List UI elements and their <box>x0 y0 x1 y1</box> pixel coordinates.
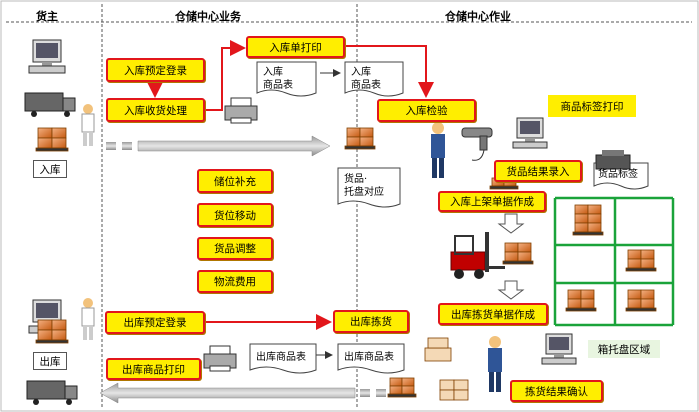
rack-grid <box>553 196 675 327</box>
header-operation: 仓储中心作业 <box>445 10 511 23</box>
rack-crates <box>565 204 657 312</box>
logistics-fee-box: 物流费用 <box>197 270 273 293</box>
computer-icons <box>28 39 577 365</box>
adjust-box: 货品调整 <box>197 237 273 260</box>
inbound-goods-doc: 入库商品表 <box>263 67 293 91</box>
crate-icons <box>35 127 534 401</box>
goods-label-doc: 货品标签 <box>598 169 638 180</box>
relocate-box: 货位移动 <box>197 203 273 227</box>
truck-icons <box>24 92 78 405</box>
outbound-goods-doc-copy: 出库商品表 <box>344 352 394 363</box>
inbound-reservation-box: 入库预定登录 <box>106 58 205 82</box>
picking-confirm-box: 拣货结果确认 <box>510 380 603 402</box>
forklift-icon <box>450 232 505 279</box>
outbound-picking-box: 出库拣货 <box>333 310 409 333</box>
down-arrows <box>497 213 525 300</box>
inbound-inspection-box: 入库检验 <box>377 99 476 122</box>
goods-pallet-doc: 货品·托盘对应 <box>344 174 384 198</box>
outbound-reservation-box: 出库预定登录 <box>105 311 205 334</box>
rack-area-label: 箱托盘区域 <box>588 340 660 358</box>
header-business: 仓储中心业务 <box>175 10 241 23</box>
outbound-label: 出库 <box>33 352 67 370</box>
inbound-flow-arrow <box>106 135 331 157</box>
outbound-flow-arrow <box>99 382 386 404</box>
printer-icons <box>203 97 631 372</box>
inbound-print-box: 入库单打印 <box>246 36 345 58</box>
process-arrows <box>147 40 434 330</box>
header-shipper: 货主 <box>36 10 58 23</box>
result-entry-box: 货品结果录入 <box>494 160 582 182</box>
outbound-goods-doc: 出库商品表 <box>256 352 306 363</box>
scanner-icon <box>461 127 493 161</box>
picking-doc-box: 出库拣货单据作成 <box>438 303 548 325</box>
label-print-box: 商品标签打印 <box>548 95 636 117</box>
inbound-goods-doc-copy: 入库商品表 <box>351 67 381 91</box>
inbound-label: 入库 <box>33 160 67 178</box>
inbound-receiving-box: 入库收货处理 <box>106 98 205 122</box>
replenish-box: 储位补充 <box>197 169 273 193</box>
putaway-doc-box: 入库上架单据作成 <box>438 191 546 212</box>
outbound-print-box: 出库商品打印 <box>106 358 201 380</box>
worker-icons <box>81 104 502 392</box>
